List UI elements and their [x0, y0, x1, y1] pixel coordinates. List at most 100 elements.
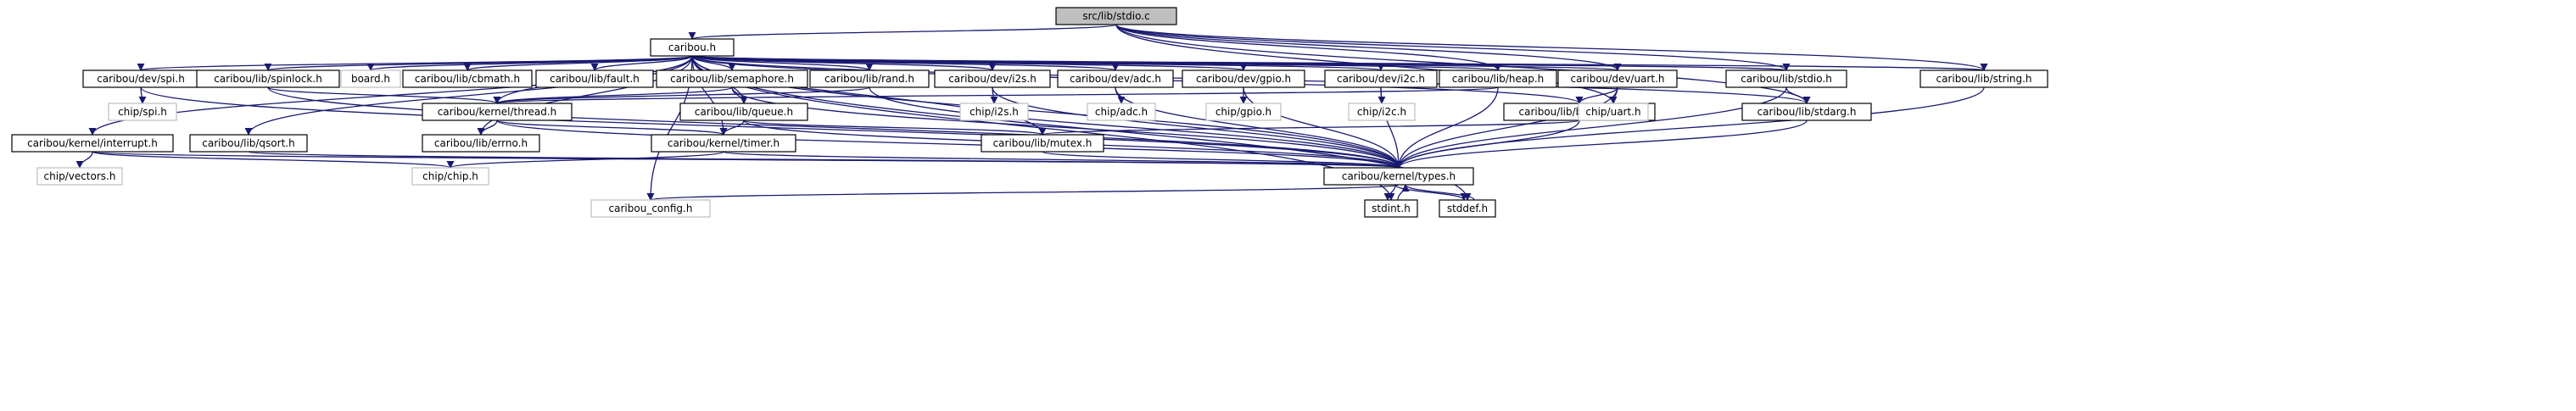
edge-caribou_h-to-cbmath	[463, 55, 693, 71]
node-label: chip/gpio.h	[1215, 106, 1271, 118]
edge-interrupt-to-chip_chip	[92, 151, 455, 169]
edge-root-to-heap	[1115, 24, 1502, 71]
node-label: caribou/kernel/types.h	[1342, 170, 1456, 182]
node-box	[1323, 167, 1474, 186]
edge-lib_stdio-to-types	[1394, 86, 1787, 169]
node-heap[interactable]: caribou/lib/heap.h	[1439, 69, 1557, 88]
node-box	[651, 134, 796, 153]
node-box	[1057, 69, 1174, 88]
node-box	[422, 134, 540, 153]
node-chip-chip: chip/chip.h	[411, 167, 489, 186]
edge-thread-to-timer	[496, 119, 728, 136]
node-stddef[interactable]: stddef.h	[1439, 199, 1496, 218]
edge-timer-to-types	[723, 151, 1402, 169]
edge-spinlock-to-types	[267, 86, 1403, 169]
node-label: caribou/dev/i2c.h	[1337, 73, 1425, 85]
node-dev-gpio[interactable]: caribou/dev/gpio.h	[1182, 69, 1305, 88]
edge-caribou_h-to-errno	[477, 55, 693, 136]
node-label: caribou/lib/qsort.h	[202, 137, 294, 149]
node-semaphore[interactable]: caribou/lib/semaphore.h	[656, 69, 808, 88]
node-box	[108, 103, 177, 121]
node-lib-string[interactable]: caribou/lib/string.h	[1919, 69, 2048, 88]
node-types[interactable]: caribou/kernel/types.h	[1323, 167, 1474, 186]
node-root[interactable]: src/lib/stdio.c	[1055, 7, 1177, 25]
node-rand[interactable]: caribou/lib/rand.h	[809, 69, 930, 88]
edge-timer-to-chip_chip	[446, 151, 724, 169]
edge-queue-to-mutex	[743, 119, 1047, 136]
node-label: chip/uart.h	[1585, 106, 1640, 118]
node-lib-stdio[interactable]: caribou/lib/stdio.h	[1725, 69, 1847, 88]
node-label: caribou/lib/fault.h	[550, 73, 640, 85]
edge-caribou_h-to-rand	[691, 55, 874, 71]
nodes-layer: src/lib/stdio.c caribou.h caribou/dev/spi.…	[11, 7, 2048, 218]
node-label: caribou/lib/stdio.h	[1741, 73, 1832, 85]
edge-thread-to-types	[496, 119, 1403, 169]
node-box	[189, 134, 308, 153]
node-label: caribou/lib/rand.h	[824, 73, 914, 85]
node-label: chip/vectors.h	[44, 170, 116, 182]
edge-types-to-stdint	[1383, 184, 1396, 201]
node-box	[934, 69, 1051, 88]
node-box	[1557, 69, 1678, 88]
node-qsort[interactable]: caribou/lib/qsort.h	[189, 134, 308, 153]
node-label: caribou/lib/errno.h	[434, 137, 528, 149]
node-stdint[interactable]: stdint.h	[1364, 199, 1418, 218]
edge-root-to-lib_stdio	[1115, 24, 1791, 71]
node-stdarg[interactable]: caribou/lib/stdarg.h	[1741, 103, 1872, 121]
node-dev-uart[interactable]: caribou/dev/uart.h	[1557, 69, 1678, 88]
node-box	[11, 134, 174, 153]
node-dev-spi[interactable]: caribou/dev/spi.h	[82, 69, 199, 88]
node-label: caribou/dev/adc.h	[1070, 73, 1161, 85]
edge-mutex-to-types	[1042, 151, 1403, 169]
node-box	[679, 103, 808, 121]
node-box	[1055, 7, 1177, 25]
node-dev-i2s[interactable]: caribou/dev/i2s.h	[934, 69, 1051, 88]
node-label: caribou/lib/stdarg.h	[1757, 106, 1857, 118]
node-errno[interactable]: caribou/lib/errno.h	[422, 134, 540, 153]
node-label: caribou/dev/spi.h	[97, 73, 185, 85]
node-label: caribou/dev/gpio.h	[1196, 73, 1291, 85]
node-dev-i2c[interactable]: caribou/dev/i2c.h	[1324, 69, 1438, 88]
node-label: stddef.h	[1447, 203, 1488, 214]
edge-spinlock-to-thread	[267, 86, 501, 104]
edge-dev_spi-to-chip_spi	[138, 86, 147, 104]
edge-thread-to-errno	[477, 119, 498, 136]
node-queue[interactable]: caribou/lib/queue.h	[679, 103, 808, 121]
node-dev-adc[interactable]: caribou/dev/adc.h	[1057, 69, 1174, 88]
node-label: chip/spi.h	[118, 106, 167, 118]
node-label: caribou/kernel/thread.h	[438, 106, 557, 118]
edge-dev_i2s-to-types	[992, 86, 1403, 169]
node-label: chip/chip.h	[422, 170, 478, 182]
node-box	[1725, 69, 1847, 88]
node-timer[interactable]: caribou/kernel/timer.h	[651, 134, 796, 153]
node-cbmath[interactable]: caribou/lib/cbmath.h	[402, 69, 533, 88]
node-box	[1205, 103, 1282, 121]
edge-stddef-to-types	[1401, 184, 1475, 201]
node-box	[535, 69, 654, 88]
node-interrupt[interactable]: caribou/kernel/interrupt.h	[11, 134, 174, 153]
edge-bytequeue-to-mutex	[1039, 119, 1580, 136]
node-chip-uart: chip/uart.h	[1578, 103, 1649, 121]
node-board: board.h	[340, 69, 401, 88]
node-box	[959, 103, 1029, 121]
node-box	[1087, 103, 1156, 121]
edge-dev_adc-to-types	[1115, 86, 1403, 169]
node-fault[interactable]: caribou/lib/fault.h	[535, 69, 654, 88]
node-label: caribou/lib/semaphore.h	[670, 73, 794, 85]
edge-lib_stdio-to-stdarg	[1785, 86, 1811, 104]
edge-root-to-caribou_h	[688, 24, 1117, 40]
node-box	[1324, 69, 1438, 88]
edge-interrupt-to-chip_vectors	[75, 151, 93, 169]
node-box	[650, 38, 735, 57]
node-label: caribou.h	[668, 42, 716, 53]
node-chip-gpio: chip/gpio.h	[1205, 103, 1282, 121]
node-label: board.h	[351, 73, 390, 85]
node-caribou-h[interactable]: caribou.h	[650, 38, 735, 57]
edge-dev_uart-to-bytequeue	[1575, 86, 1618, 104]
node-mutex[interactable]: caribou/lib/mutex.h	[981, 134, 1104, 153]
node-label: caribou/lib/spinlock.h	[214, 73, 322, 85]
node-spinlock[interactable]: caribou/lib/spinlock.h	[196, 69, 340, 88]
node-thread[interactable]: caribou/kernel/thread.h	[422, 103, 573, 121]
